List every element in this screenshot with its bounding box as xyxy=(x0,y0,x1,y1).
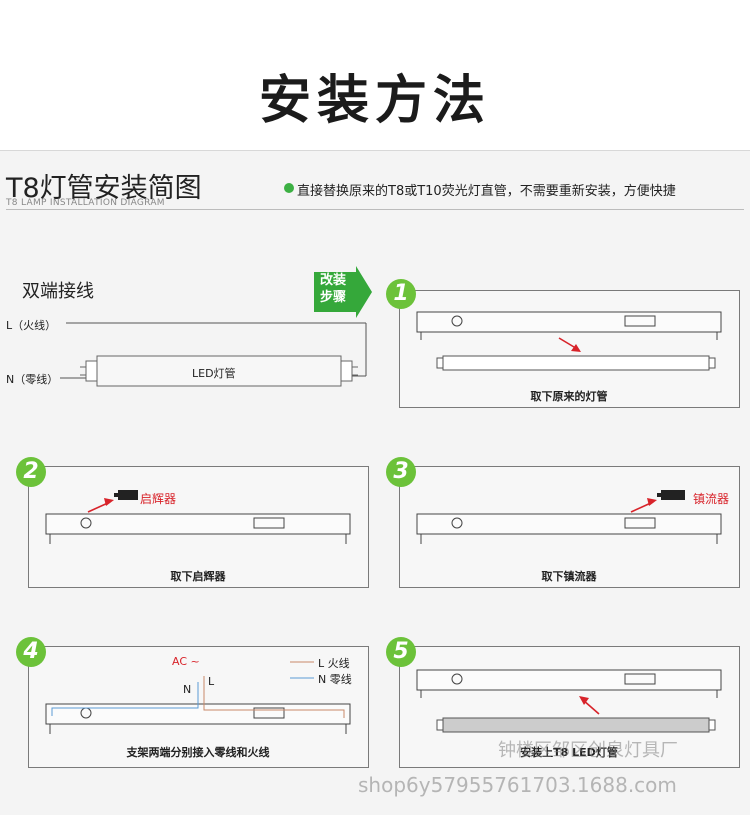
step-5-box xyxy=(399,646,740,768)
legend-live: L 火线 xyxy=(318,657,350,670)
title-divider xyxy=(6,209,744,210)
tube-label: LED灯管 xyxy=(192,367,236,380)
wiring-diagram xyxy=(60,322,367,387)
step-4-drawing xyxy=(45,661,351,734)
step-3-drawing xyxy=(416,490,722,544)
watermark-url: shop6y57955761703.1688.com xyxy=(358,773,677,797)
l-label: L xyxy=(208,675,215,688)
step-2-caption: 取下启辉器 xyxy=(170,570,226,583)
step-1-caption: 取下原来的灯管 xyxy=(530,390,608,403)
step-3-badge: 3 xyxy=(386,457,416,487)
step-2-drawing xyxy=(45,490,351,544)
step-2-badge: 2 xyxy=(16,457,46,487)
live-wire-label: L（火线） xyxy=(6,319,57,332)
wiring-title: 双端接线 xyxy=(22,281,94,302)
arrow-label-bottom: 步骤 xyxy=(320,290,347,305)
diagram-note: 直接替换原来的T8或T10荧光灯直管，不需要重新安装，方便快捷 xyxy=(297,184,676,199)
n-label: N xyxy=(183,683,192,696)
step-4-badge: 4 xyxy=(16,637,46,667)
ac-label: AC ~ xyxy=(172,655,200,668)
legend-neutral: N 零线 xyxy=(318,673,352,686)
neutral-wire-label: N（零线） xyxy=(6,373,59,386)
watermark-shop-name: 钟楼区邹区创泉灯具厂 xyxy=(498,740,678,761)
step-1-badge: 1 xyxy=(386,279,416,309)
step-arrow-icon xyxy=(314,266,372,318)
step-4-caption: 支架两端分别接入零线和火线 xyxy=(126,746,270,759)
step-5-caption: 安装上T8 LED灯管 xyxy=(520,746,618,759)
arrow-label-top: 改装 xyxy=(320,273,347,288)
step-3-caption: 取下镇流器 xyxy=(541,570,597,583)
step-1-drawing xyxy=(416,311,722,371)
page-title: 安装方法 xyxy=(258,71,491,131)
starter-label: 启辉器 xyxy=(140,492,177,506)
diagram-title: T8灯管安装简图 xyxy=(6,173,202,204)
step-5-badge: 5 xyxy=(386,637,416,667)
bullet-icon xyxy=(284,183,294,193)
diagram-subtitle: T8 LAMP INSTALLATION DIAGRAM xyxy=(6,198,165,208)
ballast-label: 镇流器 xyxy=(693,492,730,506)
step-5-drawing xyxy=(416,669,722,733)
step-1-box xyxy=(399,290,740,408)
